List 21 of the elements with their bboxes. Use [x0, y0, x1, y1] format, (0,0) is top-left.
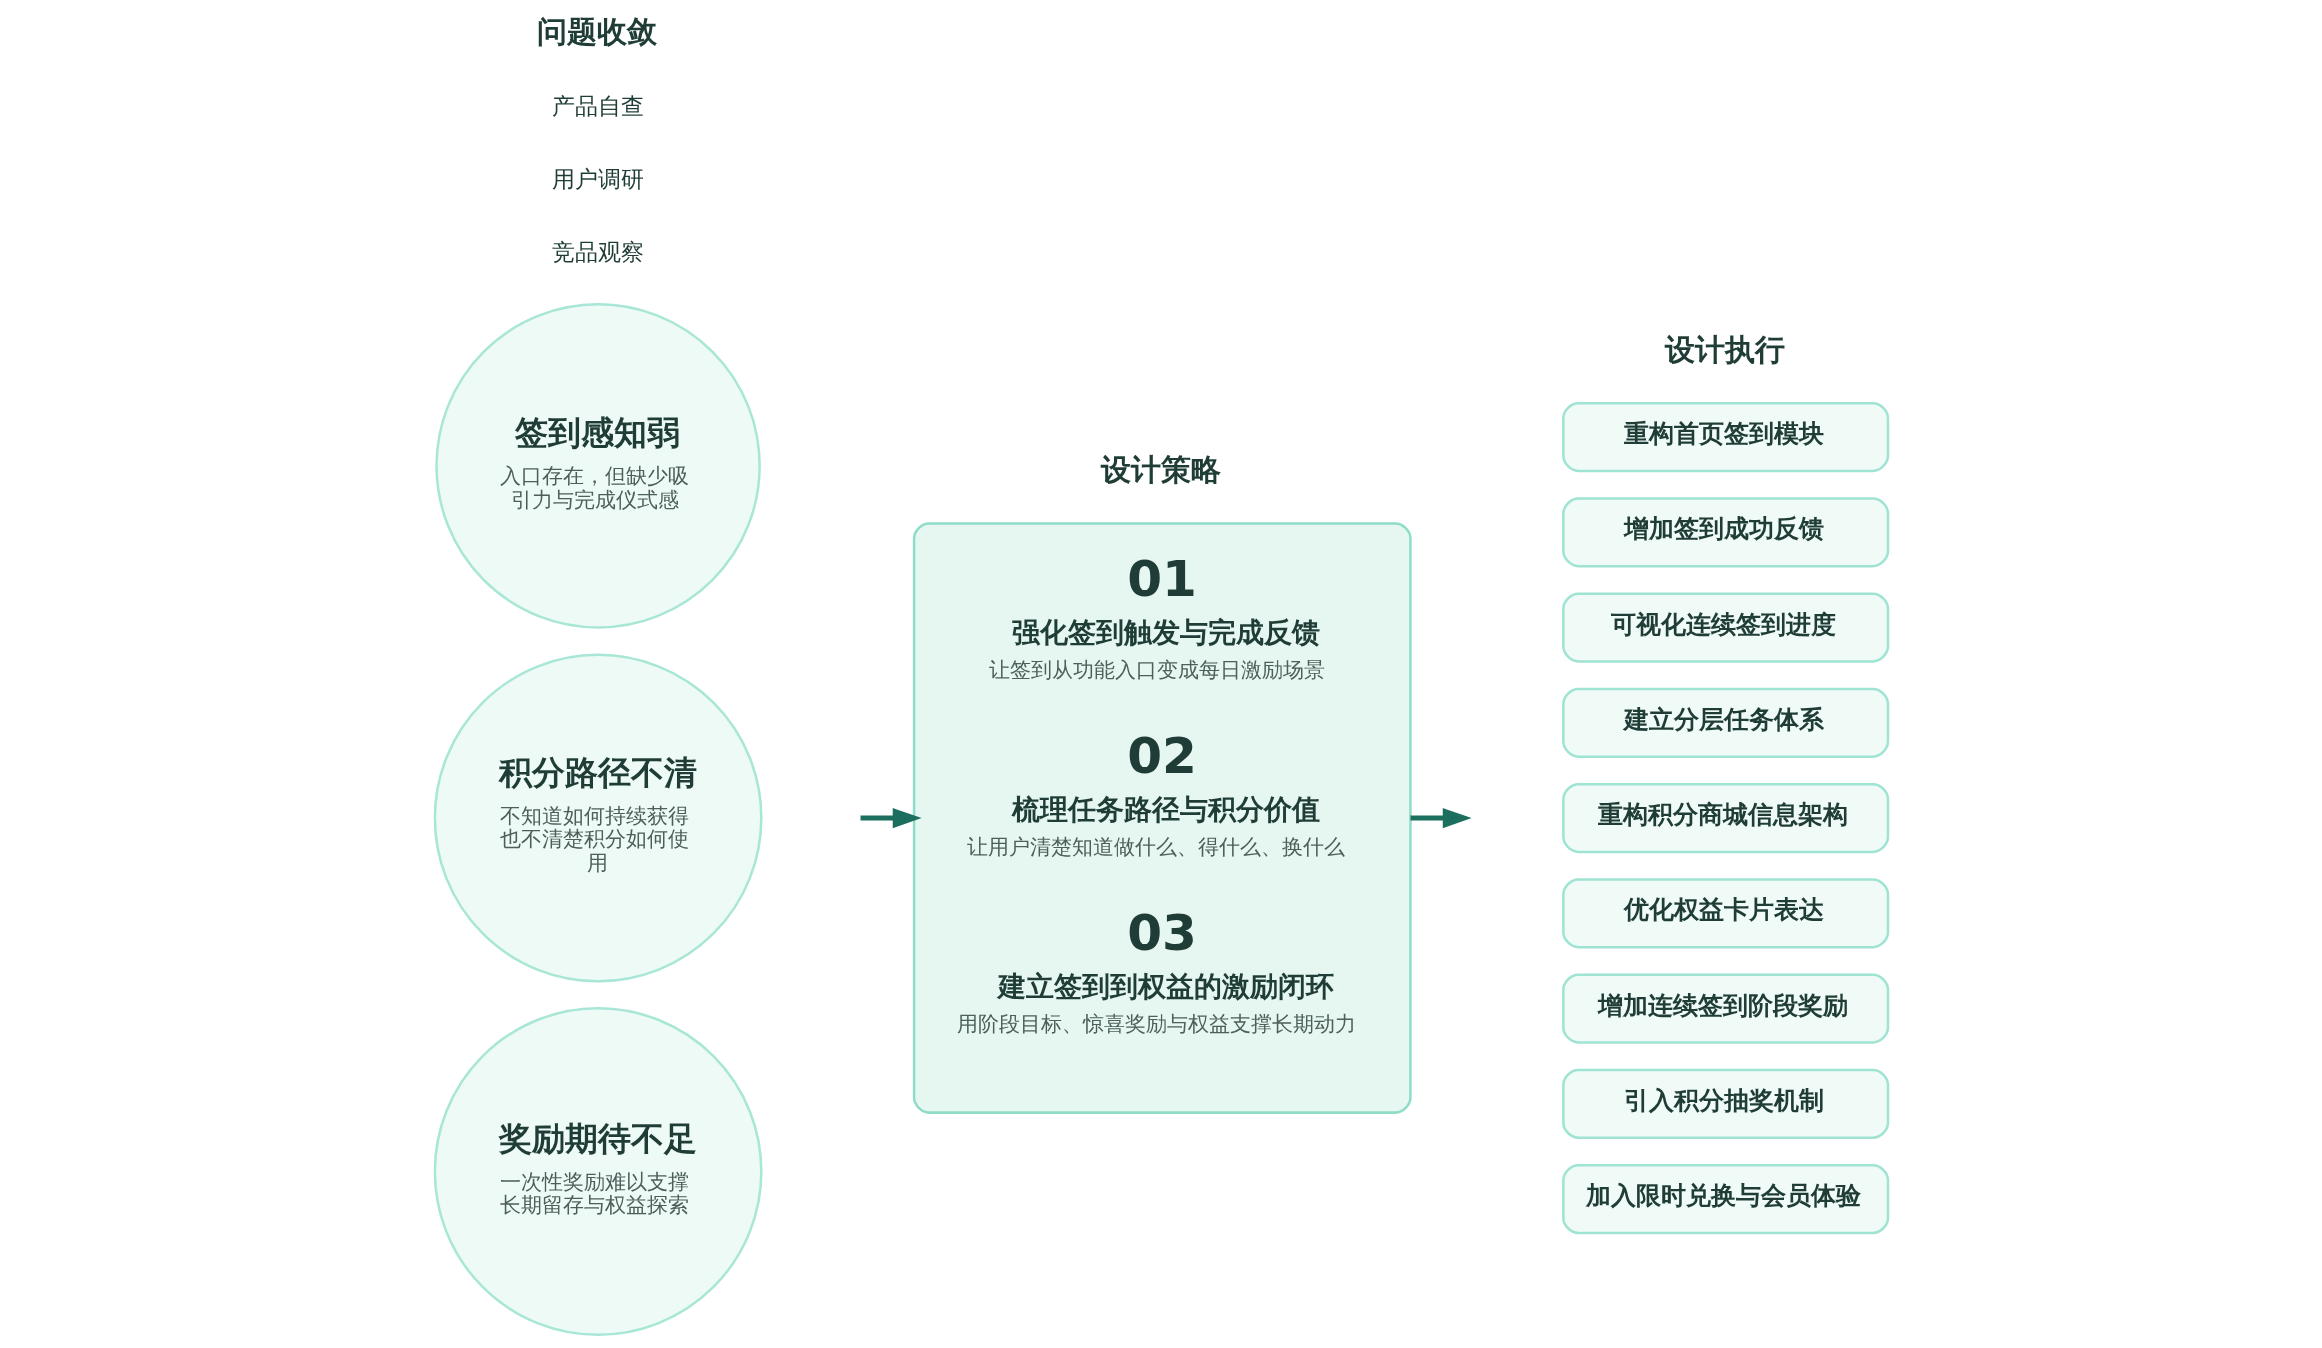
node-box: 加入限时兑换与会员体验 [1561, 1164, 1889, 1235]
arrow [860, 807, 922, 829]
node-box: 引入积分抽奖机制 [1561, 1068, 1889, 1139]
node-circle: 签到感知弱 入口存在，但缺少吸引力与完成仪式感 [434, 303, 761, 629]
label: 设计执行 [1664, 331, 1785, 367]
node-box: 建立分层任务体系 [1561, 687, 1889, 758]
node-box: 01 强化签到触发与完成反馈 让签到从功能入口变成每日激励场景 02 梳理任务路径与积分价值 让用户清楚知道做什么、得什么、换什么 03 建立签到到权益的激励闭环 用阶段目标、惊喜奖励与权益支撑长期动力 [912, 522, 1412, 1114]
label: 问题收敛 [536, 14, 657, 50]
arrow [1410, 807, 1472, 829]
label: 产品自查 [551, 93, 644, 120]
node-box: 重构积分商城信息架构 [1561, 782, 1889, 854]
node-circle: 积分路径不清 不知道如何持续获得也不清楚积分如何使用 [433, 653, 763, 983]
node-box: 增加签到成功反馈 [1561, 497, 1889, 568]
node-box: 重构首页签到模块 [1561, 401, 1889, 473]
label: 用户调研 [551, 165, 644, 192]
node-box: 优化权益卡片表达 [1561, 878, 1889, 949]
node-circle: 奖励期待不足 一次性奖励难以支撑长期留存与权益探索 [433, 1007, 763, 1336]
node-box: 可视化连续签到进度 [1561, 592, 1889, 663]
node-box: 增加连续签到阶段奖励 [1561, 973, 1889, 1044]
label: 竞品观察 [551, 238, 644, 265]
label: 设计策略 [1100, 451, 1221, 487]
